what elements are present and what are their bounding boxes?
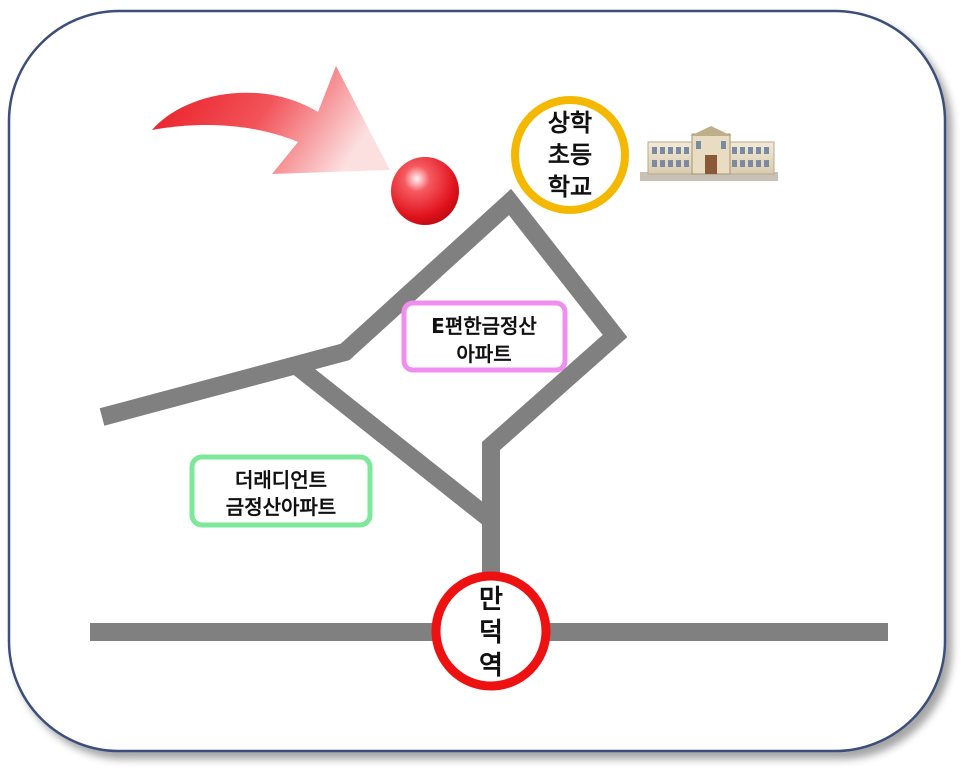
school-name-line-3: 학교 [548, 173, 592, 201]
apartment-east-label: E편한금정산 아파트 [401, 300, 568, 373]
station-name-line-3: 역 [479, 651, 503, 681]
apartment-west-line-1: 더래디언트 [235, 468, 327, 492]
school-name-line-2: 초등 [548, 141, 592, 169]
station-name-line-1: 만 [479, 585, 503, 615]
school-label: 상학 초등 학교 [511, 96, 629, 214]
school-name-line-1: 상학 [548, 109, 592, 137]
apartment-east-line-1: E편한금정산 [431, 314, 537, 338]
apartment-east-line-2: 아파트 [456, 342, 511, 366]
map-frame [7, 9, 947, 753]
red-dot-marker-icon [391, 157, 459, 225]
station-name-line-2: 덕 [479, 618, 503, 648]
station-label: 만 덕 역 [431, 571, 551, 691]
apartment-west-label: 더래디언트 금정산아파트 [189, 454, 373, 528]
curved-arrow-icon [152, 66, 390, 174]
road-diagonal [292, 359, 497, 528]
school-building-icon [640, 126, 778, 181]
apartment-west-line-2: 금정산아파트 [226, 495, 336, 519]
